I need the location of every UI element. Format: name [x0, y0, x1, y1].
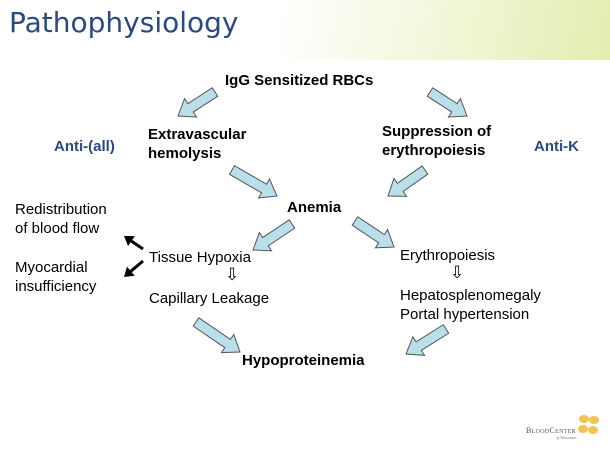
down-arrow-icon: ⇩ [450, 263, 465, 282]
arrow-anemia-to-erythropoiesis [351, 216, 395, 249]
arrow-capillary-to-hypoproteinemia [192, 317, 241, 354]
node-hypoproteinemia: Hypoproteinemia [242, 352, 365, 369]
node-erythropoiesis: Erythropoiesis [400, 247, 496, 264]
arrow-suppression-to-anemia [387, 165, 429, 197]
bloodcenter-logo: BLOODCENTER of Wisconsin [526, 410, 606, 450]
arrow-anemia-to-hypoxia [252, 219, 296, 252]
node-capillary: Capillary Leakage [149, 290, 270, 307]
slide-title: Pathophysiology [9, 6, 239, 39]
arrow-to-redistribution [124, 236, 144, 251]
arrow-extravascular-to-anemia [228, 164, 278, 199]
node-tissue-hypoxia: Tissue Hypoxia [149, 249, 251, 266]
node-anemia: Anemia [287, 199, 342, 216]
arrow-igg-to-extravascular [177, 87, 219, 118]
label-anti-k: Anti-K [534, 138, 579, 155]
logo-flower-icon [578, 415, 599, 434]
label-anti-all: Anti-(all) [54, 138, 115, 155]
arrow-to-myocardial [124, 259, 144, 277]
down-arrow-icon: ⇩ [225, 265, 240, 284]
node-igg: IgG Sensitized RBCs [225, 72, 374, 89]
arrow-igg-to-suppression [426, 87, 468, 118]
arrow-hepato-to-hypoproteinemia [405, 324, 450, 356]
